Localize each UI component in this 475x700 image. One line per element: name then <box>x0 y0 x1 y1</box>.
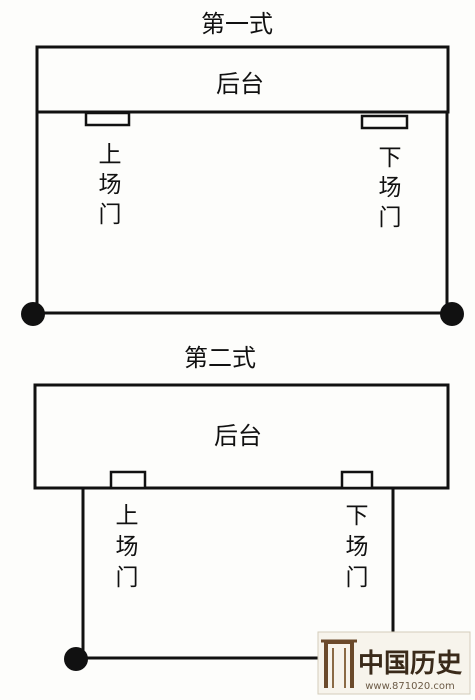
watermark-url: www.871020.com <box>365 681 455 692</box>
exit-char: 下 <box>379 145 402 171</box>
backstage-label-2: 后台 <box>214 422 262 450</box>
diagram-1-title: 第一式 <box>201 10 273 38</box>
corner-pillar-dot <box>64 647 88 671</box>
watermark-logo: 中国历史 www.871020.com <box>317 631 471 695</box>
entrance-char: 门 <box>99 202 122 228</box>
exit-char: 场 <box>346 534 369 560</box>
exit-label-1: 下 场 门 <box>379 145 402 231</box>
diagram-2-title: 第二式 <box>184 344 256 372</box>
corner-pillar-dot <box>21 302 45 326</box>
exit-char: 门 <box>379 205 402 231</box>
entrance-char: 上 <box>99 142 122 168</box>
exit-label-2: 下 场 门 <box>346 503 369 591</box>
corner-pillar-dot <box>440 302 464 326</box>
exit-door-1 <box>360 114 409 130</box>
diagram-2: 第二式 后台 上 场 门 下 场 门 <box>33 344 450 671</box>
entrance-door-2 <box>109 470 147 490</box>
entrance-door-1 <box>84 111 131 127</box>
entrance-char: 上 <box>116 503 139 529</box>
backstage-label-1: 后台 <box>216 70 264 98</box>
entrance-char: 门 <box>116 565 139 591</box>
entrance-char: 场 <box>116 534 139 560</box>
exit-char: 场 <box>379 175 402 201</box>
exit-door-2 <box>340 470 374 490</box>
diagram-1: 第一式 后台 上 场 门 下 场 门 <box>21 10 464 326</box>
exit-char: 门 <box>346 565 369 591</box>
entrance-label-1: 上 场 门 <box>99 142 122 228</box>
entrance-label-2: 上 场 门 <box>116 503 139 591</box>
stage-outline-1 <box>35 112 449 315</box>
stage-outline-2 <box>81 488 395 660</box>
backstage-box-1 <box>35 45 450 114</box>
exit-char: 下 <box>346 503 369 529</box>
entrance-char: 场 <box>99 172 122 198</box>
doorway-detail <box>332 648 346 688</box>
backstage-box-2 <box>33 383 450 490</box>
watermark-text: 中国历史 <box>358 649 463 679</box>
